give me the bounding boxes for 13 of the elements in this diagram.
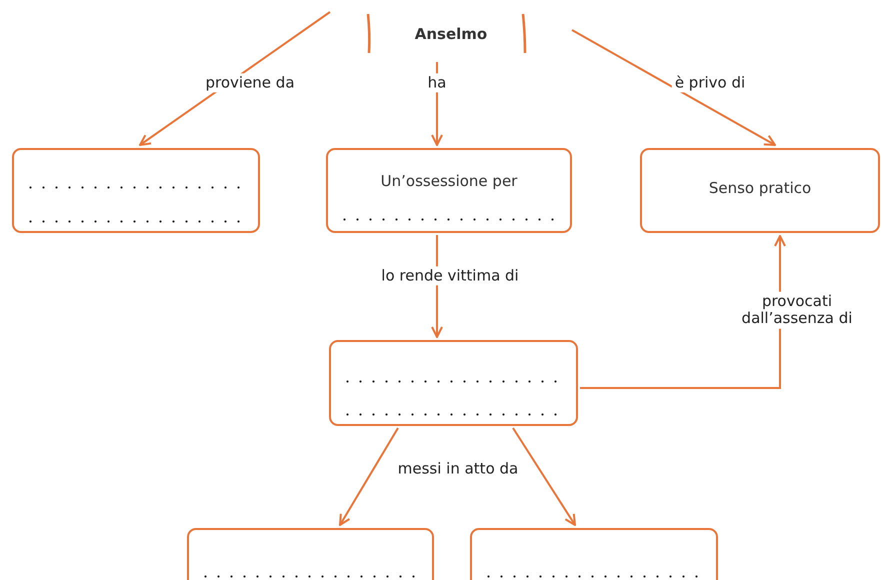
arrow [339, 427, 399, 526]
node-text: Un’ossessione per [380, 172, 518, 190]
arrow [580, 235, 786, 389]
concept-box [187, 528, 434, 580]
concept-box [329, 340, 578, 426]
concept-box [326, 148, 572, 233]
arrow [512, 427, 576, 526]
concept-box [640, 148, 880, 233]
concept-box [12, 148, 260, 233]
concept-box [470, 528, 718, 580]
title-text: Anselmo [414, 25, 488, 43]
arrow [572, 29, 776, 146]
node-text: Senso pratico [708, 179, 812, 197]
